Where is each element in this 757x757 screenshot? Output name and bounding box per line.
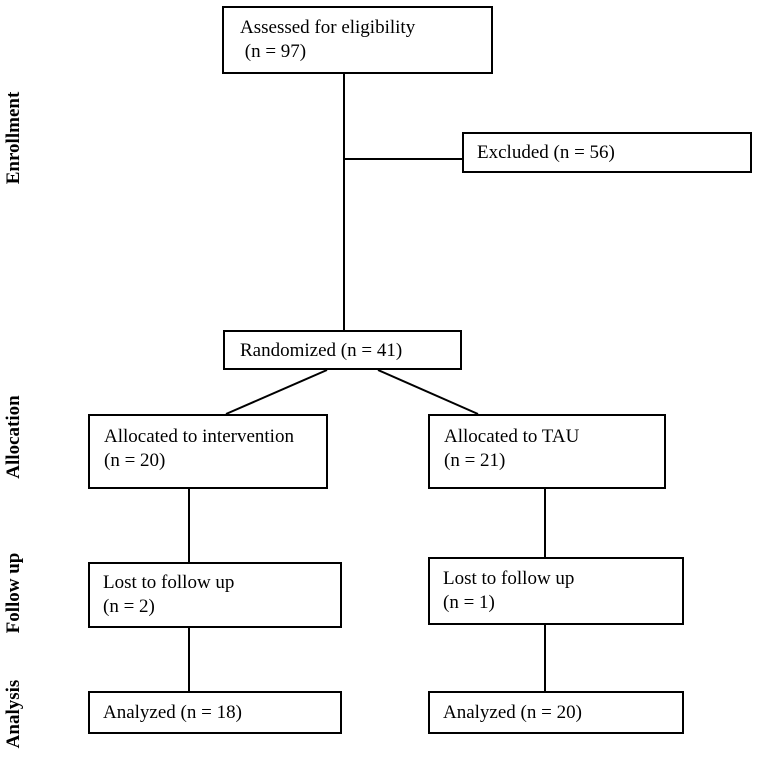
excluded-box: Excluded (n = 56) — [462, 132, 752, 173]
analyzed-intervention-box: Analyzed (n = 18) — [88, 691, 342, 734]
allocated-tau-box: Allocated to TAU (n = 21) — [428, 414, 666, 489]
lost-intervention-label: Lost to follow up — [103, 572, 235, 593]
excluded-label: Excluded (n = 56) — [477, 142, 615, 163]
lost-tau-count: (n = 1) — [443, 592, 495, 613]
lost-to-follow-up-intervention-box: Lost to follow up (n = 2) — [88, 562, 342, 628]
randomized-box: Randomized (n = 41) — [223, 330, 462, 370]
assessed-for-eligibility-box: Assessed for eligibility (n = 97) — [222, 6, 493, 74]
stage-label-analysis: Analysis — [3, 679, 24, 749]
randomized-label: Randomized (n = 41) — [240, 340, 403, 361]
assessed-label: Assessed for eligibility — [240, 17, 416, 38]
lost-tau-label: Lost to follow up — [443, 568, 575, 589]
allocated-intervention-count: (n = 20) — [104, 450, 166, 471]
connector-randomized-to-tau — [377, 369, 479, 415]
lost-intervention-count: (n = 2) — [103, 596, 155, 617]
stage-label-enrollment: Enrollment — [3, 91, 24, 185]
allocated-tau-count: (n = 21) — [444, 450, 506, 471]
allocated-intervention-label: Allocated to intervention — [104, 426, 294, 447]
stage-label-allocation: Allocation — [3, 395, 24, 479]
assessed-count: (n = 97) — [240, 41, 307, 62]
analyzed-intervention-label: Analyzed (n = 18) — [103, 702, 242, 723]
analyzed-tau-label: Analyzed (n = 20) — [443, 702, 582, 723]
lost-to-follow-up-tau-box: Lost to follow up (n = 1) — [428, 557, 684, 625]
stage-label-follow-up: Follow up — [3, 552, 24, 634]
allocated-tau-label: Allocated to TAU — [444, 426, 580, 447]
analyzed-tau-box: Analyzed (n = 20) — [428, 691, 684, 734]
allocated-intervention-box: Allocated to intervention (n = 20) — [88, 414, 328, 489]
connector-randomized-to-intervention — [225, 369, 328, 415]
